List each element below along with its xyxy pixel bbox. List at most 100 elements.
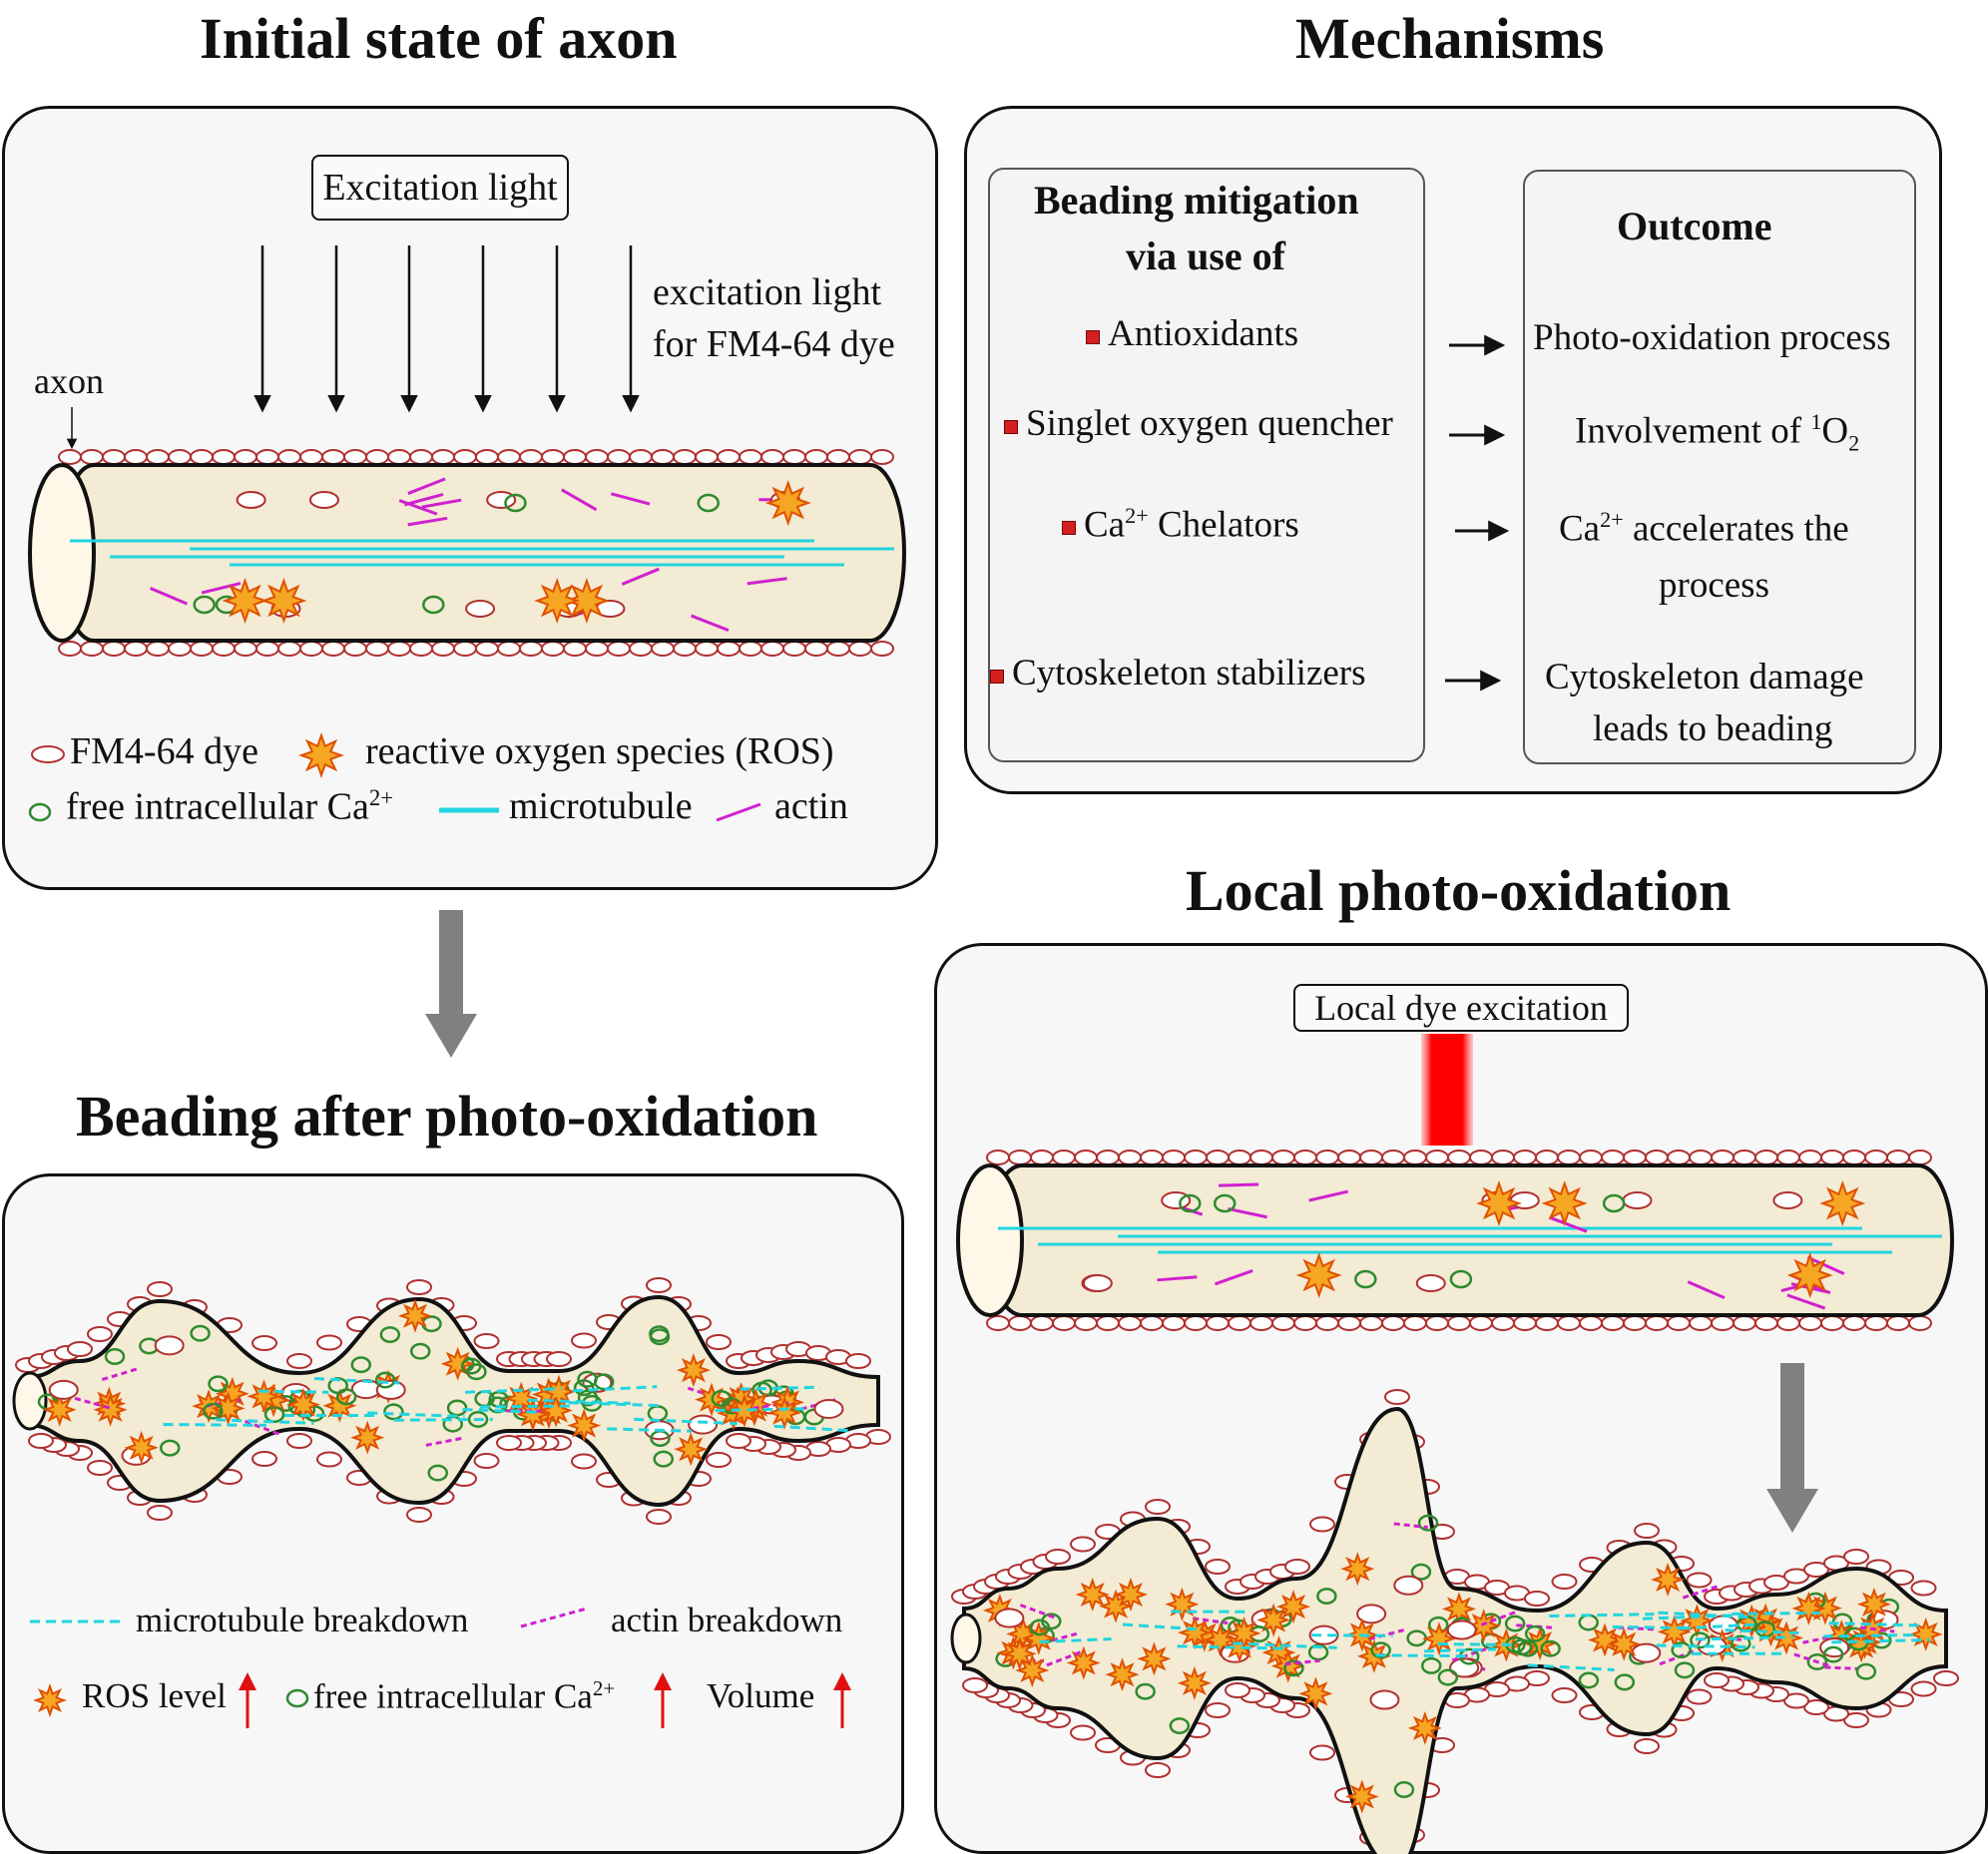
dye-icon (1524, 1591, 1550, 1607)
ros-icon (1298, 1676, 1333, 1711)
dye-icon (546, 1351, 572, 1367)
dye-icon (1689, 1150, 1713, 1165)
dye-icon (1309, 1516, 1335, 1533)
dye-icon (251, 1335, 277, 1351)
dye-icon (1733, 1150, 1756, 1165)
dye-icon (1933, 1670, 1959, 1686)
microtubule-breakdown-icon (1725, 1628, 1802, 1635)
calcium-icon (1855, 1662, 1877, 1680)
dye-icon (1337, 1150, 1361, 1165)
dye-icon (1842, 1315, 1866, 1331)
local-axon-body (986, 1163, 1954, 1317)
mitigation-singlet-text: Singlet oxygen quencher (1026, 403, 1393, 444)
dye-icon (1228, 1150, 1251, 1165)
actin-breakdown-icon (1824, 1665, 1859, 1670)
dye-icon (1145, 1499, 1171, 1515)
dye-icon (1667, 1315, 1691, 1331)
ros-icon (674, 1432, 709, 1467)
microtubule-breakdown-icon (1642, 1613, 1744, 1621)
actin-icon (746, 577, 787, 586)
legend-calcium-level-sup: 2+ (592, 1676, 616, 1700)
actin-icon (1308, 1189, 1348, 1202)
legend-ros-level-icon (33, 1683, 67, 1717)
dye-icon (1820, 1315, 1844, 1331)
dye-icon (286, 1433, 312, 1449)
dye-icon (1205, 1559, 1231, 1575)
calcium-icon (1410, 1563, 1432, 1581)
dye-icon (760, 641, 784, 657)
dye-icon (739, 641, 762, 657)
legend-calcium-label: free intracellular Ca2+ (66, 785, 393, 829)
mitigation-cytoskeleton: Cytoskeleton stabilizers (990, 653, 1366, 695)
microtubule-breakdown-icon (1612, 1624, 1692, 1629)
dye-icon (706, 1334, 732, 1350)
dye-icon (1118, 1150, 1142, 1165)
dye-icon (1249, 1150, 1273, 1165)
dye-icon (563, 449, 587, 465)
dye-icon (212, 641, 236, 657)
dye-icon (299, 449, 323, 465)
calcium-icon (383, 1403, 404, 1421)
ros-icon (350, 1420, 385, 1455)
actin-breakdown-icon (1046, 1649, 1083, 1667)
legend-calcium-icon (28, 802, 52, 822)
ros-icon (727, 1393, 761, 1428)
mitigation-column (988, 168, 1425, 762)
dye-icon (124, 449, 148, 465)
calcium-icon (1283, 1659, 1304, 1677)
dye-icon (651, 449, 675, 465)
ros-icon (1075, 1578, 1110, 1612)
dye-icon (1711, 1315, 1735, 1331)
dye-icon (1686, 1572, 1713, 1589)
actin-breakdown-icon (101, 1367, 138, 1381)
actin-icon (621, 567, 660, 586)
calcium-icon (1524, 1624, 1546, 1642)
dye-icon (1293, 1315, 1317, 1331)
dye-icon (286, 1353, 312, 1369)
dye-icon (519, 449, 543, 465)
dye-icon (986, 1315, 1010, 1331)
dye-icon (870, 641, 894, 657)
ros-icon (676, 1353, 711, 1388)
microtubule-breakdown-icon (634, 1417, 738, 1426)
microtubule-breakdown-icon (607, 1427, 692, 1433)
dye-icon (646, 1509, 672, 1525)
actin-icon (1549, 1215, 1588, 1233)
dye-icon (236, 491, 266, 509)
actin-icon (201, 582, 242, 595)
actin-breakdown-icon (1192, 1617, 1229, 1625)
outcome-singlet: Involvement of 1O2 (1575, 409, 1859, 456)
dye-icon (1184, 1315, 1208, 1331)
calcium-up-arrow-icon-head (654, 1672, 672, 1690)
dye-icon (1513, 1315, 1537, 1331)
dye-icon (1908, 1315, 1932, 1331)
actin-breakdown-icon (245, 1419, 281, 1436)
dye-icon (848, 449, 872, 465)
ros-icon (1657, 1615, 1692, 1649)
dye-icon (1447, 1150, 1471, 1165)
mitigation-singlet: Singlet oxygen quencher (1004, 403, 1393, 446)
dye-icon (1557, 1150, 1581, 1165)
dye-icon (1206, 1150, 1230, 1165)
dye-icon (321, 449, 345, 465)
dye-icon (826, 641, 850, 657)
ros-icon (1407, 1710, 1442, 1745)
calcium-icon (104, 1348, 126, 1365)
actin-breakdown-icon (1284, 1658, 1320, 1666)
ros-icon (1256, 1603, 1291, 1637)
calcium-icon (573, 1379, 595, 1397)
outcome-column (1523, 170, 1916, 764)
dye-icon (1820, 1150, 1844, 1165)
dye-icon (541, 449, 565, 465)
legend-actin-label: actin (774, 785, 848, 827)
local-excitation-box: Local dye excitation (1293, 984, 1629, 1032)
dye-icon (277, 449, 301, 465)
dye-icon (962, 1677, 988, 1693)
dye-icon (1843, 1549, 1869, 1565)
outcome-cytoskeleton-line2: leads to beading (1593, 708, 1833, 749)
dye-icon (475, 449, 499, 465)
dye-icon (48, 1379, 79, 1400)
actin-icon (1157, 1275, 1198, 1282)
dye-icon (1803, 1699, 1829, 1715)
ros-icon (563, 577, 610, 625)
